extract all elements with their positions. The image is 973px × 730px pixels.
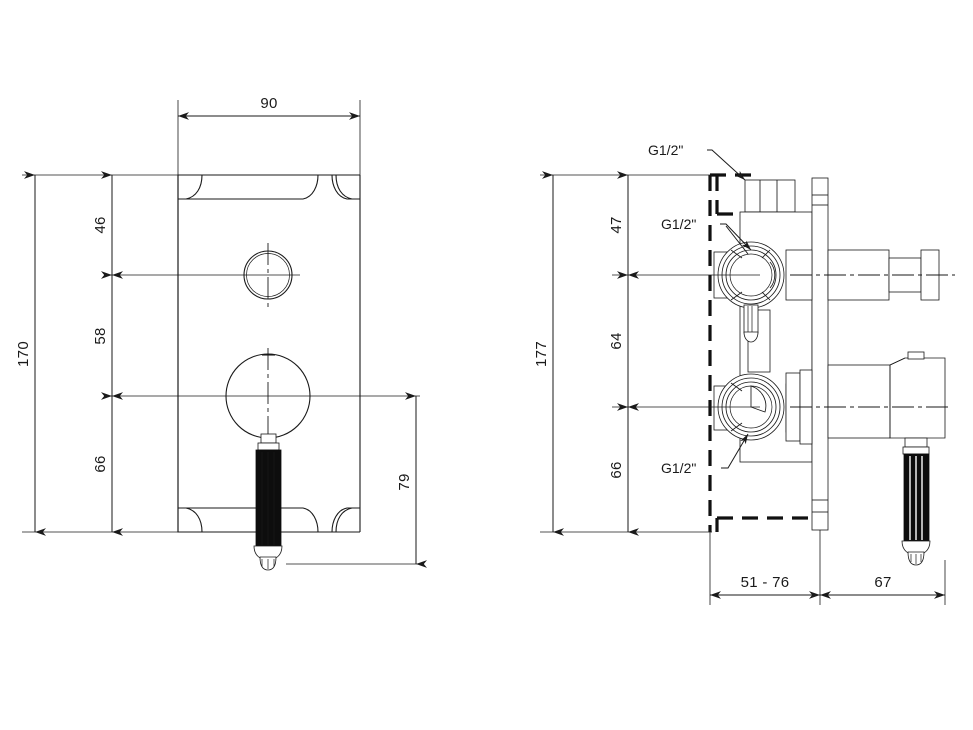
front-dim79-label: 79 (396, 473, 413, 490)
side-lower-barrel (827, 364, 891, 439)
side-dim67-label: 67 (874, 574, 891, 591)
thread-leader-middle-2 (725, 225, 749, 255)
side-dim47-label: 47 (608, 216, 625, 233)
side-view-group: 177 47 64 66 51 - 76 67 G1/2" G1/2" G1/2… (533, 142, 955, 605)
side-lower-cartridge-lug-bl (730, 422, 743, 432)
front-plate-notch-top-left (178, 174, 203, 200)
side-upper-stem-shaft (743, 304, 759, 334)
front-plate-notch-top-right (335, 174, 360, 200)
thread-label-bottom: G1/2" (661, 460, 696, 476)
side-lower-cartridge-lug-tl (730, 382, 743, 392)
front-dim90-label: 90 (260, 95, 277, 112)
side-lower-handle-wedge (889, 357, 946, 439)
front-dim46-label: 46 (92, 216, 109, 233)
front-handle-collar-2 (257, 442, 280, 451)
front-view-group: 90 170 46 58 66 79 (15, 95, 427, 571)
thread-leader-top (707, 149, 746, 181)
thread-leader-middle (720, 223, 752, 251)
side-dim66-label: 66 (608, 461, 625, 478)
side-top-inlet-body (744, 179, 796, 213)
side-handle-collar-top (907, 351, 925, 360)
front-plate-notch-bottom-left (178, 507, 203, 533)
side-lower-handle-bevel (889, 357, 906, 366)
side-handle-collar-2 (902, 446, 930, 455)
side-upper-cartridge-lug-bl (730, 291, 743, 301)
side-upper-cartridge-lug-tl (730, 249, 743, 259)
thread-leader-bottom (721, 433, 749, 469)
side-upper-cartridge-lug-br (761, 291, 771, 301)
side-handle-collar (904, 437, 928, 448)
thread-label-middle: G1/2" (661, 216, 696, 232)
front-plate-notch-bottom-right (335, 507, 360, 533)
side-upper-cartridge-arc (769, 261, 776, 289)
side-mounting-flange (811, 177, 829, 531)
side-dim64-label: 64 (608, 332, 625, 349)
thread-label-top: G1/2" (648, 142, 683, 158)
side-dim5176-label: 51 - 76 (741, 574, 790, 591)
front-dim66-label: 66 (92, 455, 109, 472)
side-lower-cartridge-inner-arc (750, 385, 767, 413)
front-handle-body[interactable] (255, 449, 282, 548)
front-dim58-label: 58 (92, 327, 109, 344)
front-dim170-label: 170 (15, 341, 32, 367)
side-dim177-label: 177 (533, 341, 550, 367)
side-upper-stem-tip (743, 331, 759, 343)
front-handle-collar (260, 433, 277, 444)
side-upper-cartridge-lug-tr (761, 249, 771, 259)
